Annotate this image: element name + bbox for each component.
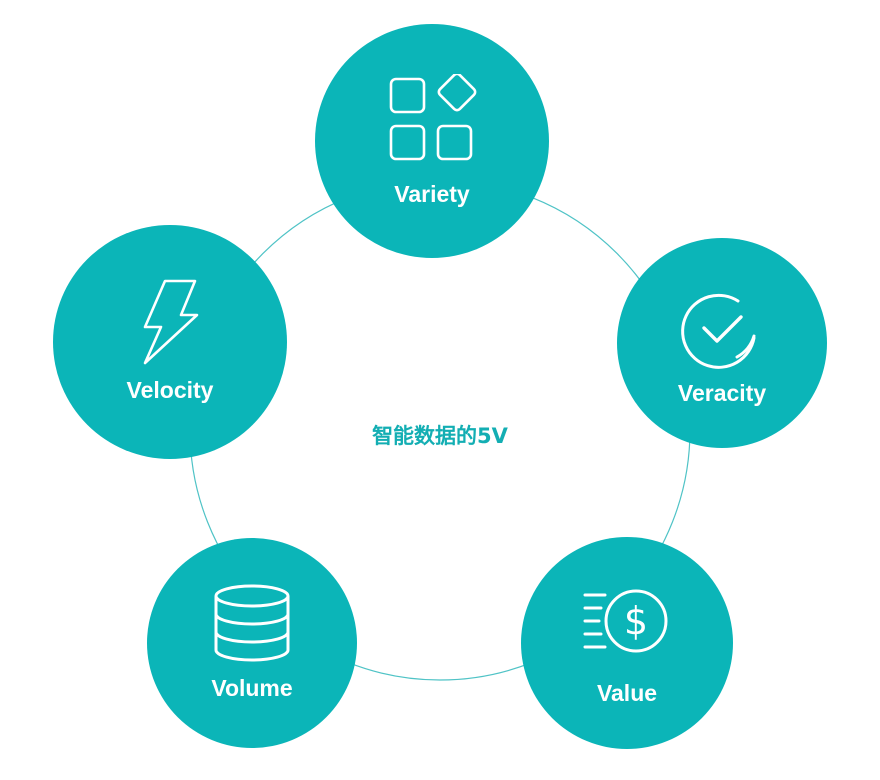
center-title: 智能数据的5V	[372, 424, 508, 448]
svg-text:$: $	[624, 599, 648, 643]
check-circle-icon	[681, 293, 756, 369]
node-variety: Variety	[315, 24, 549, 258]
node-value: $ Value	[521, 537, 733, 749]
node-velocity-label: Velocity	[126, 377, 214, 403]
node-volume: Volume	[147, 538, 357, 748]
node-variety-label: Variety	[394, 181, 470, 207]
lightning-bolt-icon	[143, 279, 199, 365]
grid-diamond-icon	[389, 74, 477, 161]
node-velocity: Velocity	[53, 225, 287, 459]
node-volume-label: Volume	[211, 675, 293, 701]
dollar-coin-icon: $	[583, 589, 668, 653]
node-veracity: Veracity	[617, 238, 827, 448]
node-value-label: Value	[596, 680, 658, 706]
database-icon	[214, 584, 290, 662]
node-veracity-label: Veracity	[677, 380, 767, 406]
